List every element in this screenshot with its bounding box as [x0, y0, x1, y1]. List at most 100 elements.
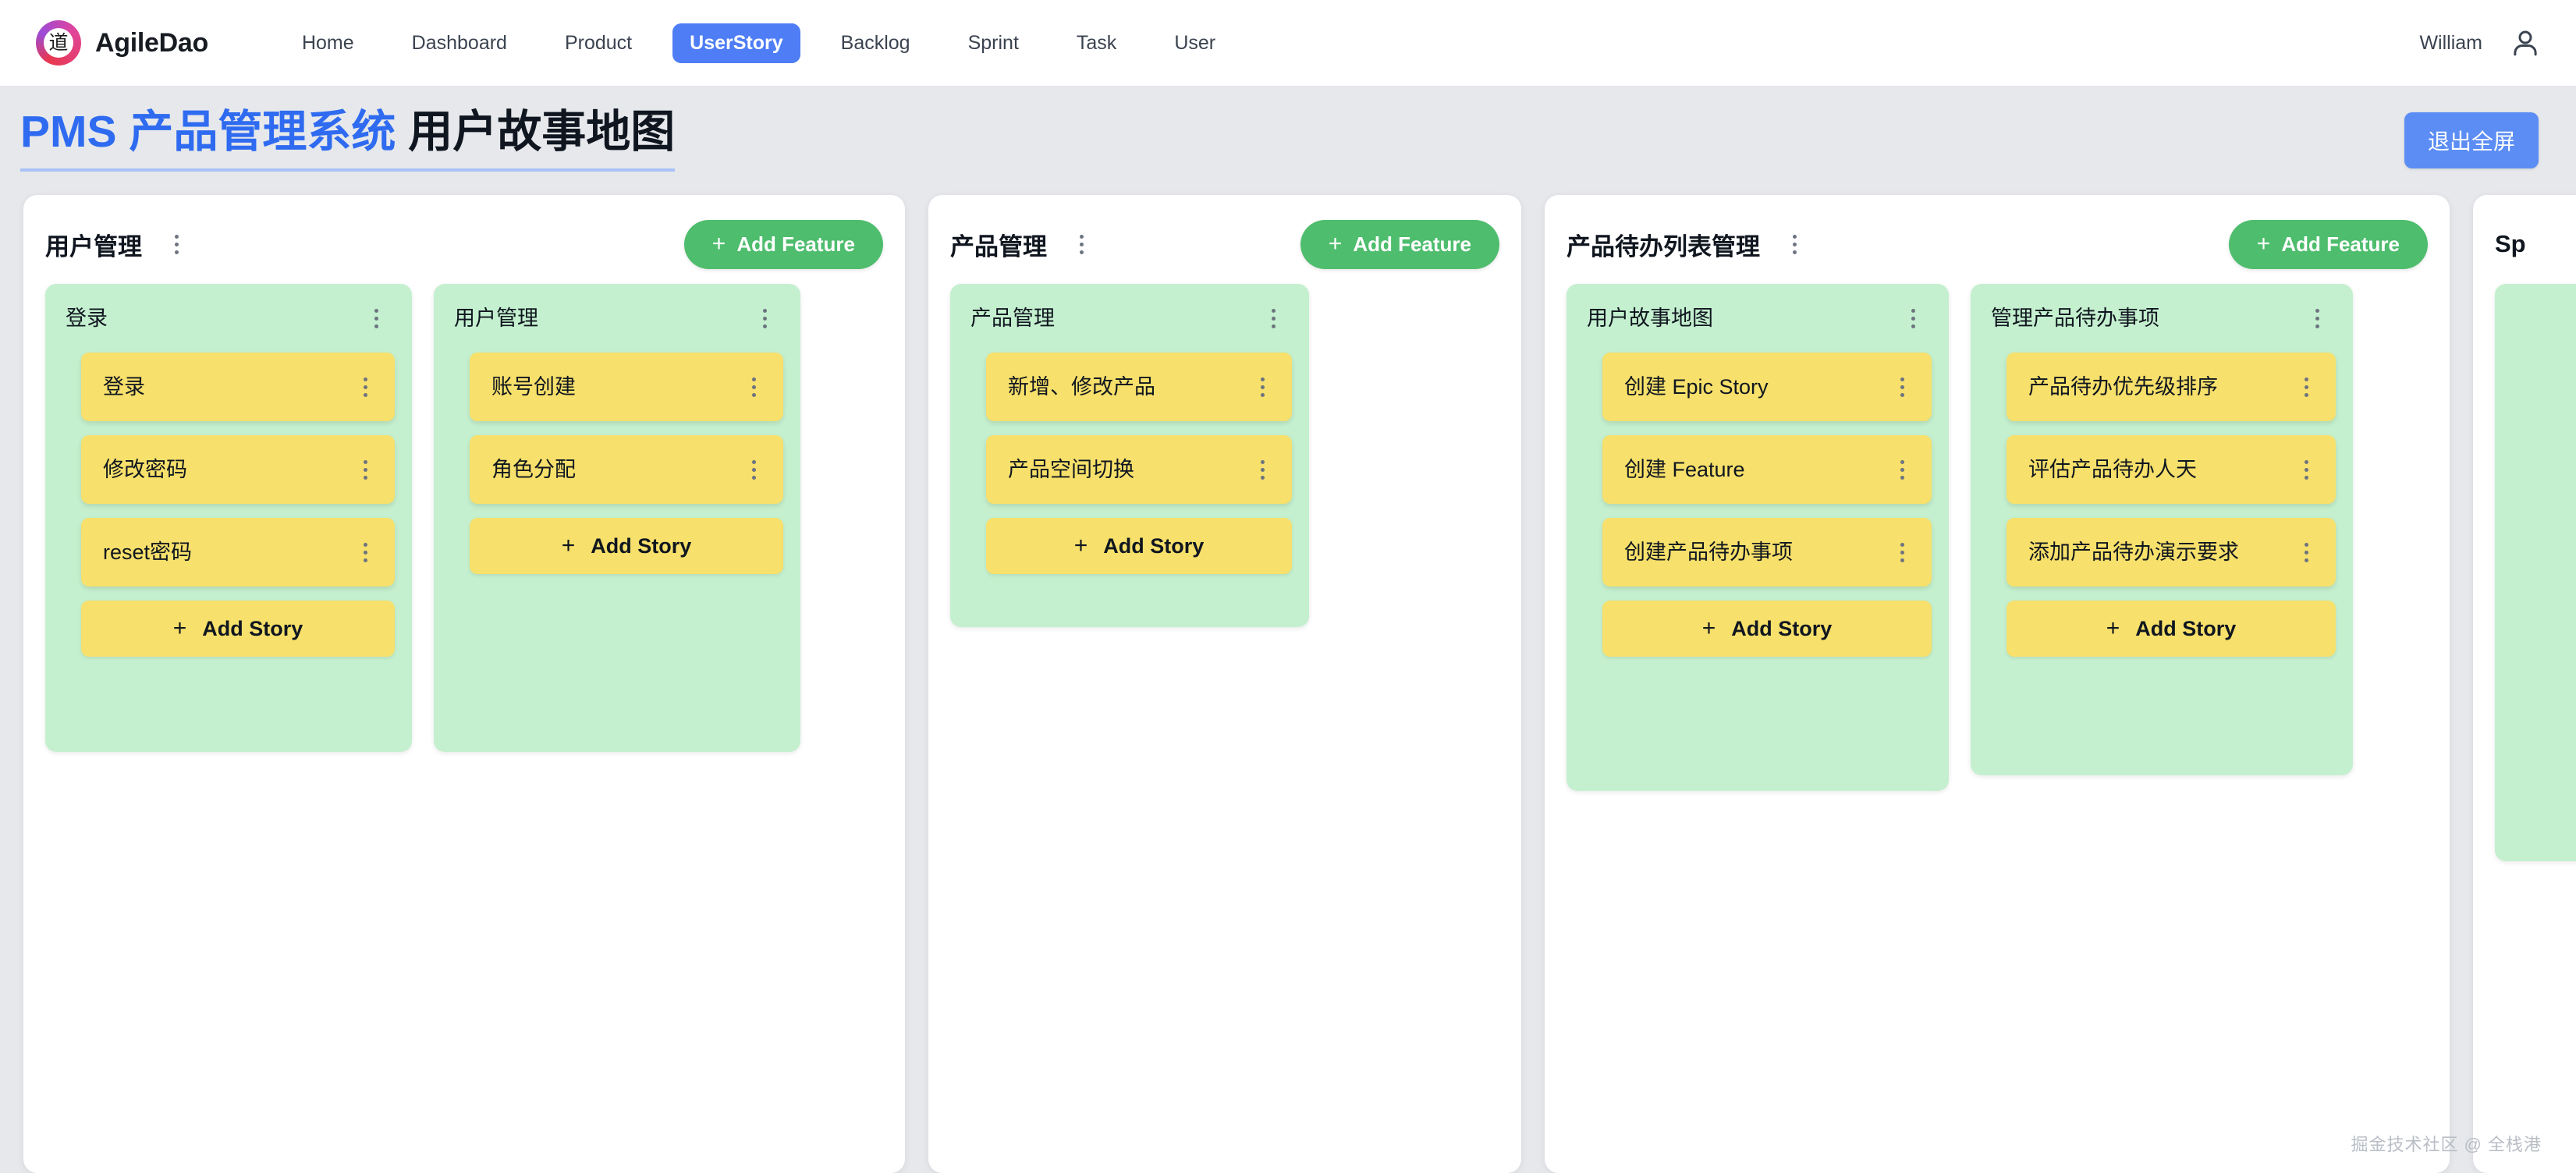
nav-item-userstory[interactable]: UserStory	[672, 23, 800, 63]
column-header: 产品待办列表管理 + Add Feature	[1567, 217, 2428, 271]
story-list: 新增、修改产品 产品空间切换 + Add Story	[967, 353, 1292, 574]
nav-item-sprint[interactable]: Sprint	[967, 31, 1019, 54]
feature-card[interactable]: 用户故事地图 创建 Epic Story 创建 Feature	[1567, 284, 1949, 791]
feature-header: 产品管理	[967, 301, 1292, 335]
feature-card[interactable]: 用户管理 账号创建 角色分配 +	[434, 284, 800, 752]
feature-menu-icon[interactable]	[747, 301, 782, 335]
feature-title: 管理产品待办事项	[1991, 307, 2159, 330]
nav-item-home[interactable]: Home	[301, 31, 354, 54]
nav-item-task[interactable]: Task	[1076, 31, 1117, 54]
add-feature-button[interactable]: + Add Feature	[1300, 219, 1499, 269]
story-card[interactable]: 登录	[81, 353, 395, 421]
story-card[interactable]: 新增、修改产品	[986, 353, 1292, 421]
story-card[interactable]: 评估产品待办人天	[2007, 435, 2336, 504]
feature-list: 产品管理 新增、修改产品 产品空间切换 +	[950, 284, 1499, 627]
add-story-button[interactable]: + Add Story	[470, 518, 783, 574]
feature-card[interactable]: 产品管理 新增、修改产品 产品空间切换 +	[950, 284, 1309, 627]
story-menu-icon[interactable]	[1245, 452, 1279, 487]
story-card[interactable]: 修改密码	[81, 435, 395, 504]
story-menu-icon[interactable]	[348, 370, 382, 404]
board-column-product-management: 产品管理 + Add Feature 产品管理 新增、修改产品	[928, 195, 1521, 1173]
story-card[interactable]: 创建 Epic Story	[1602, 353, 1932, 421]
feature-header: 用户故事地图	[1584, 301, 1932, 335]
story-menu-icon[interactable]	[736, 370, 771, 404]
feature-card[interactable]	[2495, 284, 2576, 861]
feature-title: 产品管理	[970, 307, 1055, 330]
column-header: 用户管理 + Add Feature	[45, 217, 883, 271]
brand-name: AgileDao	[95, 27, 208, 58]
brand-logo[interactable]: 道 AgileDao	[36, 20, 208, 66]
nav-item-dashboard[interactable]: Dashboard	[411, 31, 507, 54]
story-title: 产品待办优先级排序	[2028, 374, 2218, 399]
board-column-product-backlog-management: 产品待办列表管理 + Add Feature 用户故事地图 创建 E	[1545, 195, 2450, 1173]
story-card[interactable]: 账号创建	[470, 353, 783, 421]
story-list: 创建 Epic Story 创建 Feature 创建产品待办事项 +	[1584, 353, 1932, 657]
column-header: 产品管理 + Add Feature	[950, 217, 1499, 271]
story-menu-icon[interactable]	[348, 452, 382, 487]
watermark: 掘金技术社区 @ 全栈港	[2351, 1135, 2542, 1154]
exit-fullscreen-button[interactable]: 退出全屏	[2404, 112, 2539, 168]
top-navigation-bar: 道 AgileDao Home Dashboard Product UserSt…	[0, 0, 2576, 86]
feature-header: 管理产品待办事项	[1988, 301, 2336, 335]
story-menu-icon[interactable]	[1885, 452, 1919, 487]
story-card[interactable]: 角色分配	[470, 435, 783, 504]
logo-glyph: 道	[48, 31, 69, 54]
feature-title: 登录	[66, 307, 108, 330]
column-title: Sp	[2495, 230, 2526, 257]
feature-card[interactable]: 管理产品待办事项 产品待办优先级排序 评估产品待办人天	[1971, 284, 2353, 775]
story-menu-icon[interactable]	[1885, 370, 1919, 404]
add-story-button[interactable]: + Add Story	[1602, 601, 1932, 657]
feature-menu-icon[interactable]	[2300, 301, 2334, 335]
feature-card[interactable]: 登录 登录 修改密码 reset密码	[45, 284, 412, 752]
story-card[interactable]: 创建 Feature	[1602, 435, 1932, 504]
story-title: 添加产品待办演示要求	[2028, 540, 2239, 564]
story-title: reset密码	[103, 540, 193, 564]
story-card[interactable]: reset密码	[81, 518, 395, 586]
add-story-button[interactable]: + Add Story	[81, 601, 395, 657]
feature-menu-icon[interactable]	[1256, 301, 1290, 335]
add-story-label: Add Story	[1731, 616, 1833, 640]
user-avatar-icon[interactable]	[2509, 27, 2542, 59]
story-card[interactable]: 产品空间切换	[986, 435, 1292, 504]
story-list: 账号创建 角色分配 + Add Story	[451, 353, 783, 574]
feature-list	[2495, 284, 2576, 861]
board-column-user-management: 用户管理 + Add Feature 登录 登录	[23, 195, 905, 1173]
story-menu-icon[interactable]	[1885, 535, 1919, 569]
story-title: 创建 Feature	[1624, 457, 1745, 481]
add-story-button[interactable]: + Add Story	[986, 518, 1292, 574]
story-menu-icon[interactable]	[2289, 370, 2323, 404]
story-menu-icon[interactable]	[736, 452, 771, 487]
feature-menu-icon[interactable]	[359, 301, 393, 335]
nav-item-product[interactable]: Product	[564, 31, 633, 54]
add-story-button[interactable]: + Add Story	[2007, 601, 2336, 657]
feature-header: 用户管理	[451, 301, 783, 335]
story-card[interactable]: 添加产品待办演示要求	[2007, 518, 2336, 586]
column-menu-icon[interactable]	[159, 227, 193, 261]
story-card[interactable]: 创建产品待办事项	[1602, 518, 1932, 586]
page-title: PMS 产品管理系统 用户故事地图	[20, 106, 676, 172]
column-menu-icon[interactable]	[1777, 227, 1811, 261]
add-feature-label: Add Feature	[736, 232, 855, 256]
story-title: 登录	[103, 374, 145, 399]
story-title: 新增、修改产品	[1008, 374, 1155, 399]
nav-item-backlog[interactable]: Backlog	[840, 31, 910, 54]
page-title-system: PMS 产品管理系统	[20, 106, 396, 157]
story-menu-icon[interactable]	[2289, 452, 2323, 487]
plus-icon: +	[172, 615, 187, 641]
plus-icon: +	[2256, 231, 2271, 257]
column-title: 用户管理	[45, 232, 142, 260]
story-map-board: 用户管理 + Add Feature 登录 登录	[0, 195, 2576, 1173]
story-card[interactable]: 产品待办优先级排序	[2007, 353, 2336, 421]
story-list: 产品待办优先级排序 评估产品待办人天 添加产品待办演示要求 +	[1988, 353, 2336, 657]
story-menu-icon[interactable]	[2289, 535, 2323, 569]
add-story-label: Add Story	[2135, 616, 2237, 640]
story-title: 角色分配	[491, 457, 576, 481]
nav-item-user[interactable]: User	[1174, 31, 1216, 54]
feature-menu-icon[interactable]	[1896, 301, 1930, 335]
story-menu-icon[interactable]	[1245, 370, 1279, 404]
add-feature-button[interactable]: + Add Feature	[2228, 219, 2428, 269]
add-feature-button[interactable]: + Add Feature	[683, 219, 883, 269]
story-menu-icon[interactable]	[348, 535, 382, 569]
page-title-view: 用户故事地图	[408, 106, 676, 157]
column-menu-icon[interactable]	[1064, 227, 1098, 261]
